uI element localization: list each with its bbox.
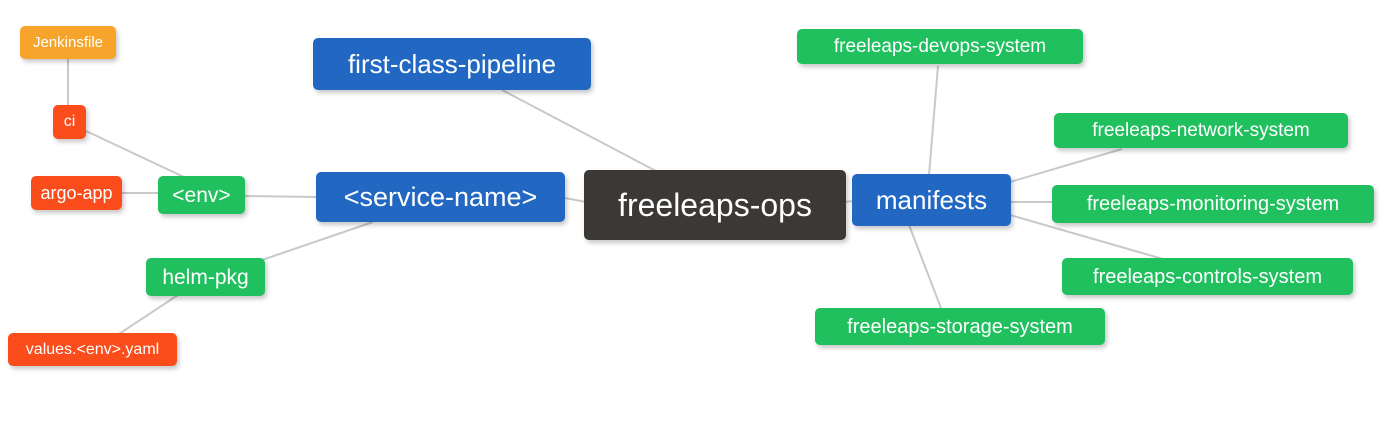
node-manifests[interactable]: manifests	[852, 174, 1011, 226]
node-freeleaps-devops-system[interactable]: freeleaps-devops-system	[797, 29, 1083, 64]
node-ci[interactable]: ci	[53, 105, 86, 139]
node-argo-app[interactable]: argo-app	[31, 176, 122, 210]
edge-values-helm-pkg	[118, 294, 179, 335]
edge-env-service-name	[244, 195, 317, 198]
node-freeleaps-storage-system[interactable]: freeleaps-storage-system	[815, 308, 1105, 345]
edge-manifests-devops	[928, 65, 939, 176]
node-helm-pkg[interactable]: helm-pkg	[146, 258, 265, 296]
node-service-name[interactable]: <service-name>	[316, 172, 565, 222]
edge-pipeline-ops	[501, 89, 657, 172]
node-jenkinsfile[interactable]: Jenkinsfile	[20, 26, 116, 59]
edge-ci-env	[83, 129, 187, 179]
node-freeleaps-controls-system[interactable]: freeleaps-controls-system	[1062, 258, 1353, 295]
edge-manifests-controls	[1009, 214, 1164, 260]
node-first-class-pipeline[interactable]: first-class-pipeline	[313, 38, 591, 90]
node-freeleaps-network-system[interactable]: freeleaps-network-system	[1054, 113, 1348, 148]
node-env[interactable]: <env>	[158, 176, 245, 214]
edge-manifests-storage	[908, 224, 942, 309]
node-freeleaps-monitoring-system[interactable]: freeleaps-monitoring-system	[1052, 185, 1374, 223]
edge-helm-pkg-service-name	[261, 221, 374, 261]
node-freeleaps-ops-root[interactable]: freeleaps-ops	[584, 170, 846, 240]
edge-service-name-ops	[564, 197, 587, 203]
node-values-env-yaml[interactable]: values.<env>.yaml	[8, 333, 177, 366]
edge-manifests-network	[1009, 148, 1123, 183]
